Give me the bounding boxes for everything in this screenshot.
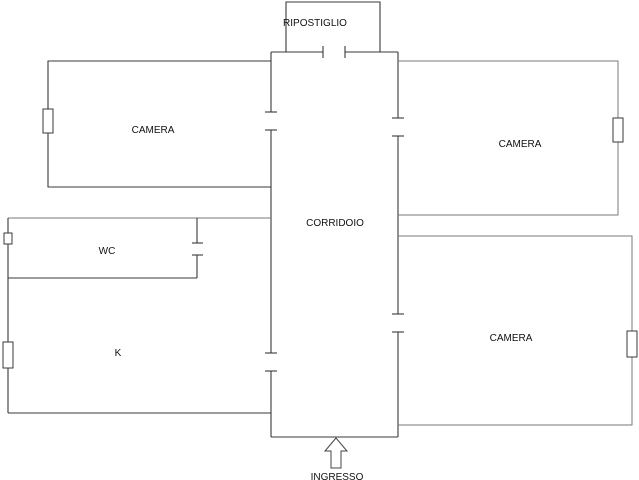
camera-top-left-walls <box>47 60 271 188</box>
wc-label: WC <box>99 246 116 257</box>
window <box>612 117 624 143</box>
k-label: K <box>115 348 122 359</box>
entrance-label: INGRESSO <box>311 472 364 480</box>
window <box>626 330 638 358</box>
window <box>3 232 13 245</box>
ripostiglio-walls <box>285 1 381 52</box>
entrance: INGRESSO <box>311 437 364 480</box>
room-k: K <box>2 341 271 414</box>
room-camera-top-left: CAMERA <box>42 60 271 188</box>
room-camera-top-right: CAMERA <box>398 60 624 216</box>
camera-bottom-right-walls <box>398 235 633 426</box>
window <box>42 108 54 134</box>
room-ripostiglio: RIPOSTIGLIO <box>271 1 398 58</box>
camera-top-left-label: CAMERA <box>132 125 175 136</box>
window <box>2 341 14 369</box>
room-camera-bottom-right: CAMERA <box>398 235 638 426</box>
corridoio-label: CORRIDOIO <box>306 218 364 229</box>
room-corridoio: CORRIDOIO <box>265 52 404 438</box>
room-wc: WC <box>3 217 271 413</box>
ripostiglio-label: RIPOSTIGLIO <box>283 18 347 29</box>
camera-top-right-walls <box>398 60 619 216</box>
camera-top-right-label: CAMERA <box>499 139 542 150</box>
camera-bottom-right-label: CAMERA <box>490 333 533 344</box>
entrance-arrow-icon <box>323 437 349 469</box>
